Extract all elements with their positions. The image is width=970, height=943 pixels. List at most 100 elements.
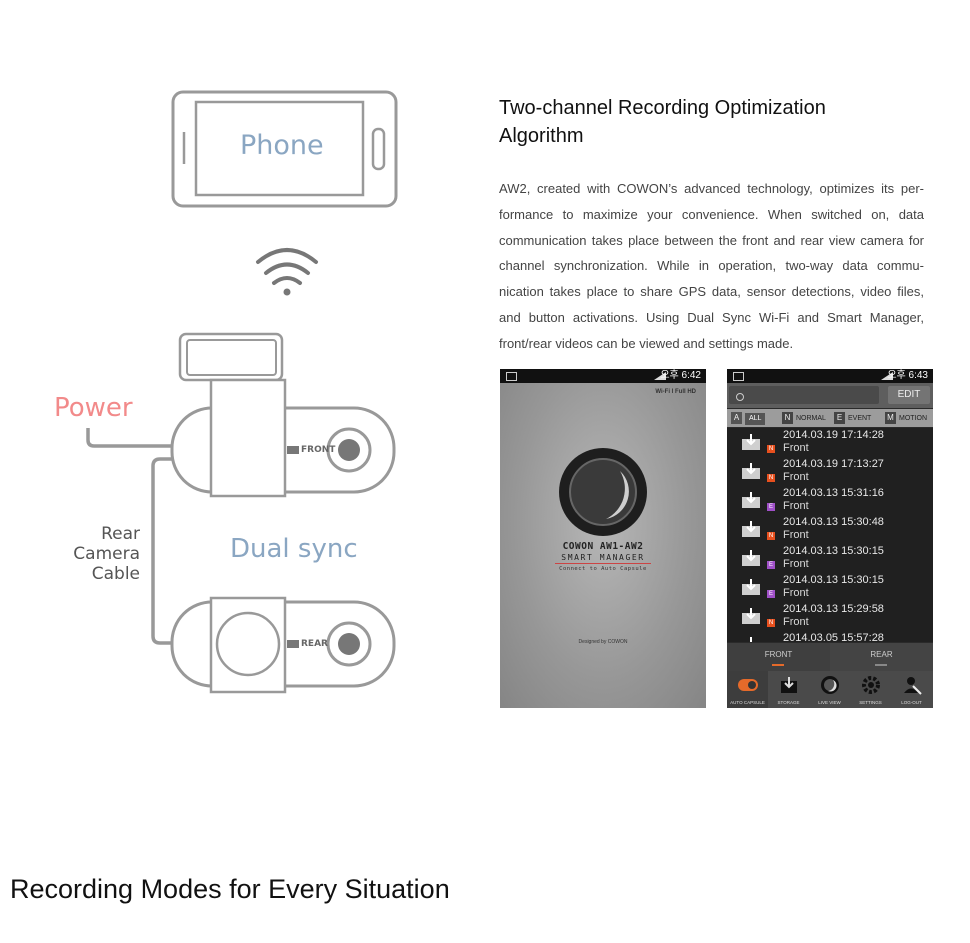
settings-gear-icon [862,676,880,694]
record-camera-side: Front [783,500,809,512]
rear-cable-line-1: Rear [101,524,140,544]
video-file-icon [742,463,760,479]
nav-log-out[interactable]: LOG-OUT [891,671,932,708]
record-datetime: 2014.03.13 15:31:16 [783,487,884,499]
section-heading: Two-channel Recording Optimization Algor… [499,94,899,150]
heading-line-2: Algorithm [499,125,584,147]
signal-icon [654,372,666,380]
section-body: AW2, created with COWON’s advanced techn… [499,181,924,351]
record-datetime: 2014.03.13 15:30:15 [783,574,884,586]
video-file-icon [742,521,760,537]
nav-live-view[interactable]: LIVE VIEW [809,671,850,708]
status-bar: 오후 6:43 [727,369,933,383]
splash-screen: 오후 6:42 Wi-Fi l Full HD COWON AW1-AW2 SM… [500,369,706,708]
rear-cable-line-2: Camera [73,544,140,564]
rear-cable-line-3: Cable [91,564,140,584]
edit-button[interactable]: EDIT [888,386,930,404]
app-name: SMART MANAGER [555,553,651,564]
filter-key: N [782,412,793,424]
filter-label: MOTION [899,415,927,422]
power-label: Power [54,393,133,423]
record-datetime: 2014.03.13 15:30:48 [783,516,884,528]
auto-capsule-icon [738,679,758,691]
list-item[interactable]: 2014.03.05 15:57:28 [727,631,933,642]
connection-mode: Wi-Fi l Full HD [655,389,696,395]
record-datetime: 2014.03.13 15:30:15 [783,545,884,557]
record-type-badge: N [767,532,775,540]
nav-label: LOG-OUT [901,700,922,705]
filter-key: A [731,412,742,424]
filter-label: NORMAL [796,415,826,422]
record-datetime: 2014.03.05 15:57:28 [783,632,884,642]
filter-key: M [885,412,896,424]
front-camera-icon [170,332,396,498]
search-bar: EDIT [727,383,933,408]
tab-rear[interactable]: REAR [830,643,933,671]
search-input[interactable] [729,386,879,404]
video-file-icon [742,579,760,595]
video-file-icon [750,637,752,642]
phone-label: Phone [240,130,324,161]
record-camera-side: Front [783,616,809,628]
rear-camera-cable-label: Rear Camera Cable [70,524,140,584]
wifi-icon [256,248,318,296]
rear-camera-icon [170,596,396,694]
video-file-icon [742,608,760,624]
front-camera-tag: FRONT [301,445,336,455]
app-logo-icon [559,448,647,536]
rear-camera-tag: REAR [301,639,328,649]
live-view-icon [821,676,839,694]
nav-auto-capsule[interactable]: AUTO CAPSULE [727,671,768,708]
image-notification-icon [733,372,744,381]
logout-icon [904,677,922,695]
status-time: 오후 6:42 [660,370,701,381]
tab-label: REAR [870,650,893,659]
nav-storage[interactable]: STORAGE [768,671,809,708]
record-type-badge: E [767,503,775,511]
record-type-badge: N [767,474,775,482]
brand-name: COWON AW1-AW2 [562,541,644,552]
video-file-icon [742,434,760,450]
storage-icon [781,677,797,693]
smartphone-icon [171,90,398,208]
status-time: 오후 6:43 [887,370,928,381]
status-bar: 오후 6:42 [500,369,706,383]
dual-sync-diagram: Phone Power Rear Camera Cable Dual sync … [0,0,470,760]
record-datetime: 2014.03.13 15:29:58 [783,603,884,615]
record-camera-side: Front [783,558,809,570]
record-datetime: 2014.03.19 17:13:27 [783,458,884,470]
record-type-badge: N [767,619,775,627]
tagline: Connect to Auto Capsule [559,566,647,572]
filter-label: ALL [745,413,766,425]
tab-front[interactable]: FRONT [727,643,830,671]
next-section-title: Recording Modes for Every Situation [10,874,450,904]
video-file-icon [742,492,760,508]
record-type-badge: E [767,590,775,598]
nav-label: AUTO CAPSULE [730,700,765,705]
nav-settings[interactable]: SETTINGS [850,671,891,708]
heading-line-1: Two-channel Recording Optimization [499,97,826,119]
nav-label: SETTINGS [859,700,882,705]
search-icon [736,393,744,401]
record-datetime: 2014.03.19 17:14:28 [783,429,884,441]
record-camera-side: Front [783,529,809,541]
diagram-graphics [86,90,398,694]
filter-label: EVENT [848,415,872,422]
camera-tabs: FRONT REAR [727,643,933,671]
nav-label: STORAGE [777,700,800,705]
nav-label: LIVE VIEW [818,700,841,705]
record-camera-side: Front [783,587,809,599]
